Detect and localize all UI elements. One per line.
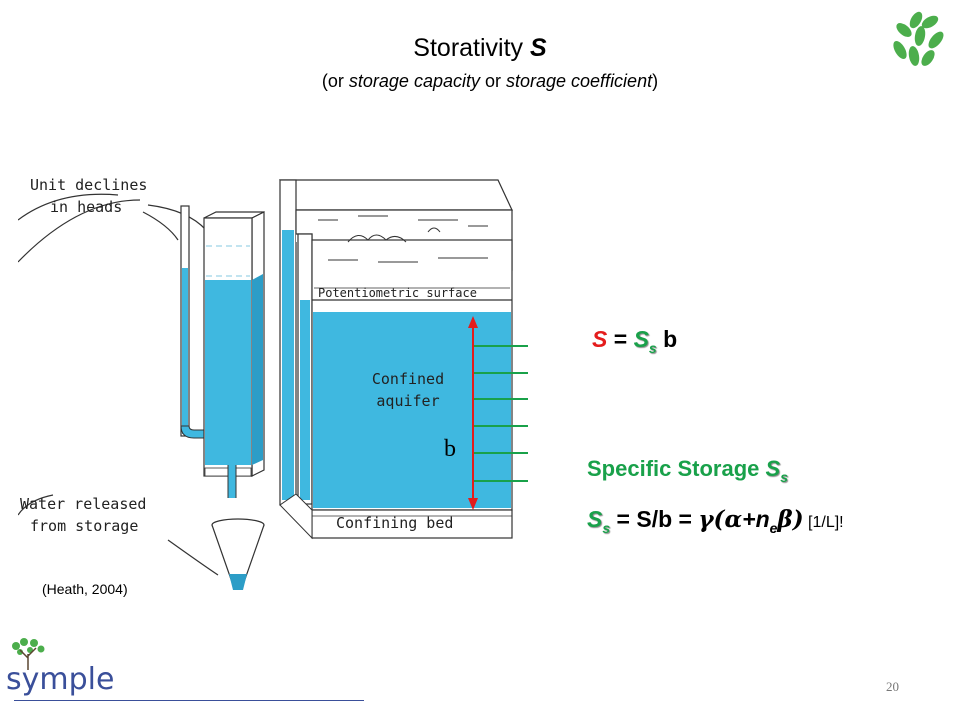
leader-lines	[18, 193, 219, 576]
eq1-b: b	[656, 326, 678, 352]
slide-title: Storativity S	[0, 34, 960, 63]
eq2-gamma: γ(	[698, 506, 725, 533]
eq2-units: [1/L]!	[803, 514, 844, 531]
piezometer-tube	[180, 205, 211, 439]
eq2-Ss: S	[587, 506, 603, 532]
label-confined-line1: Confined	[371, 370, 445, 388]
label-water-released: Water released from storage	[20, 493, 146, 537]
eq2-plus-n: +n	[742, 506, 770, 532]
label-confining-bed: Confining bed	[336, 514, 454, 532]
label-confined-line2: aquifer	[376, 392, 440, 410]
eq2-mid: = S/b =	[610, 506, 699, 532]
label-thickness-b: b	[444, 436, 456, 462]
title-text: Storativity	[413, 34, 524, 62]
eq1-equals: =	[607, 326, 634, 352]
leaf-cluster-icon	[893, 11, 944, 66]
subtitle-or: or	[479, 71, 506, 91]
label-unit-declines-line1: Unit declines	[30, 176, 148, 194]
title-symbol: S	[530, 34, 547, 62]
logo-text: symple	[6, 662, 115, 697]
page-number: 20	[886, 679, 899, 694]
equation-specific-storage: Ss = S/b = γ(α+neβ) [1/L]!	[587, 506, 844, 536]
release-lines	[474, 345, 528, 482]
eq2-n-sub: e	[769, 520, 778, 536]
eq2-close: )	[792, 506, 804, 533]
specific-storage-heading: Specific Storage Ss	[587, 456, 788, 485]
ss-heading-symbol: S	[765, 456, 781, 481]
slide-subtitle: (or storage capacity or storage coeffici…	[0, 71, 960, 92]
eq2-beta: β	[777, 506, 793, 533]
eq1-Ss: S	[633, 326, 649, 352]
thickness-arrow	[468, 316, 478, 510]
label-unit-declines-line2: in heads	[50, 198, 123, 216]
aquifer-block	[279, 179, 513, 540]
citation: (Heath, 2004)	[42, 581, 128, 597]
ss-heading-sub: s	[780, 469, 788, 485]
equation-storativity: S = Ss b	[592, 326, 678, 356]
aquifer-diagram	[18, 179, 528, 590]
subtitle-close: )	[652, 71, 659, 91]
small-column	[203, 211, 265, 498]
subtitle-term-1: storage capacity	[348, 71, 480, 91]
tree-logo-icon	[12, 638, 45, 670]
eq1-S: S	[592, 326, 608, 352]
label-water-released-line1: Water released	[20, 495, 147, 513]
subtitle-term-2: storage coefficient	[506, 71, 653, 91]
eq2-alpha: α	[724, 506, 743, 533]
eq2-Ss-sub: s	[602, 520, 611, 536]
label-confined-aquifer: Confined aquifer	[368, 368, 448, 412]
label-potentiometric-surface: Potentiometric surface	[318, 286, 477, 300]
eq1-Ss-sub: s	[648, 340, 657, 356]
footer-divider	[14, 700, 364, 701]
subtitle-open: (or	[321, 71, 349, 91]
ss-heading-text: Specific Storage	[587, 456, 766, 481]
funnel	[211, 518, 265, 590]
label-water-released-line2: from storage	[30, 517, 139, 535]
label-unit-declines: Unit declines in heads	[30, 174, 147, 218]
